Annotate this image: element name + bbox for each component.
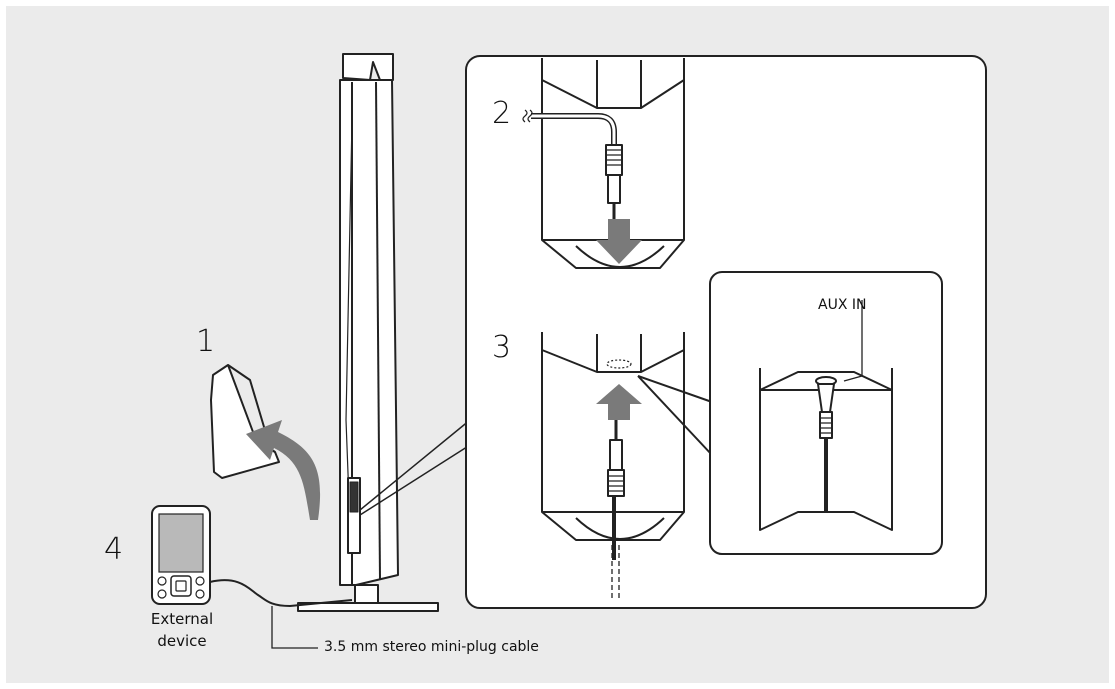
speaker-cover [210,364,280,479]
external-device [151,505,211,605]
step2-detail [522,58,685,269]
insert-arrow-up [596,384,642,420]
aux-in-jack-detail [759,300,893,531]
zoom-lines [359,419,471,516]
aux-in-label: AUX IN [818,297,867,313]
insert-arrow-down [596,219,642,264]
step3-detail [541,332,713,598]
external-device-label-line2: device [157,632,207,650]
step-number-4: 4 [104,532,124,567]
external-device-label: External device [130,608,234,652]
cable-callout-line [271,606,318,649]
step-number-3: 3 [492,330,512,365]
step-number-2: 2 [492,96,512,131]
mini-plug-cable [209,579,353,608]
cable-label: 3.5 mm stereo mini-plug cable [324,639,539,655]
speaker-tower [297,53,439,612]
step-number-1: 1 [196,324,216,359]
remove-cover-arrow [246,420,321,520]
external-device-label-line1: External [150,610,214,628]
